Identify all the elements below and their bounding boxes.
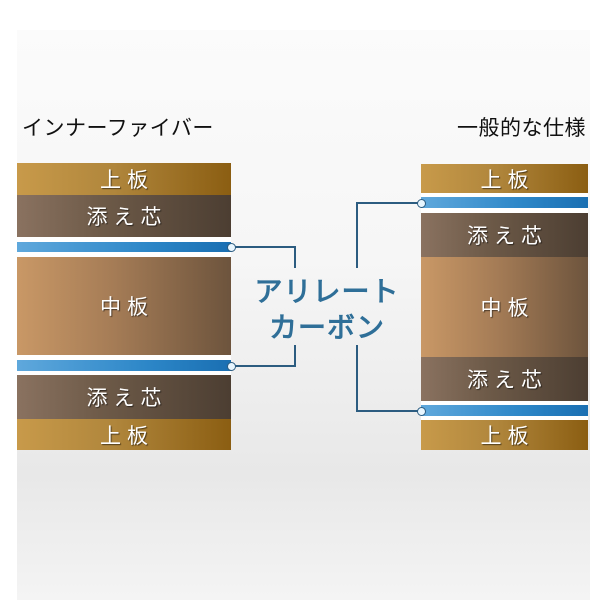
connector-dot [227, 243, 236, 252]
carbon-band [421, 197, 588, 208]
connector-dot [417, 407, 426, 416]
layer-label: 添え芯 [467, 368, 548, 392]
shim-core-layer: 添え芯 [17, 195, 231, 237]
standard-spec-title: 一般的な仕様 [457, 116, 586, 140]
layer-label: 添え芯 [467, 224, 548, 248]
carbon-band [421, 405, 588, 416]
standard-spec-stack: 上板 添え芯 中板 添え芯 上板 [421, 164, 588, 450]
arylate-carbon-layer [17, 355, 231, 375]
connector-line [294, 345, 296, 367]
carbon-band [17, 360, 231, 371]
inner-fiber-title: インナーファイバー [22, 116, 214, 140]
top-plate-layer: 上板 [17, 163, 231, 195]
layer-label: 上板 [100, 423, 154, 448]
connector-line [231, 246, 296, 248]
arylate-carbon-label-line1: アリレート [254, 275, 400, 308]
layer-label: 添え芯 [86, 386, 168, 410]
top-plate-layer: 上板 [421, 164, 588, 193]
shim-core-layer: 添え芯 [421, 213, 588, 257]
layer-label: 上板 [480, 167, 535, 192]
layer-label: 添え芯 [86, 205, 168, 229]
connector-dot [227, 362, 236, 371]
top-plate-layer: 上板 [17, 419, 231, 450]
carbon-band [17, 242, 231, 252]
connector-line [356, 345, 358, 412]
top-plate-layer: 上板 [421, 420, 588, 450]
arylate-carbon-layer [17, 237, 231, 257]
middle-plate-layer: 中板 [421, 257, 588, 357]
connector-line [356, 202, 421, 204]
inner-fiber-stack: 上板 添え芯 中板 添え芯 上板 [17, 163, 231, 450]
connector-dot [417, 199, 426, 208]
layer-label: 中板 [100, 295, 154, 319]
middle-plate-layer: 中板 [17, 257, 231, 355]
arylate-carbon-layer [421, 193, 588, 213]
arylate-carbon-layer [421, 401, 588, 420]
connector-line [356, 202, 358, 268]
connector-line [231, 365, 296, 367]
arylate-carbon-label-line2: カーボン [268, 311, 385, 344]
layer-label: 中板 [480, 296, 535, 320]
shim-core-layer: 添え芯 [421, 357, 588, 401]
layer-label: 上板 [480, 424, 535, 448]
connector-line [356, 410, 421, 412]
layer-label: 上板 [100, 168, 154, 192]
connector-line [294, 246, 296, 268]
shim-core-layer: 添え芯 [17, 375, 231, 419]
